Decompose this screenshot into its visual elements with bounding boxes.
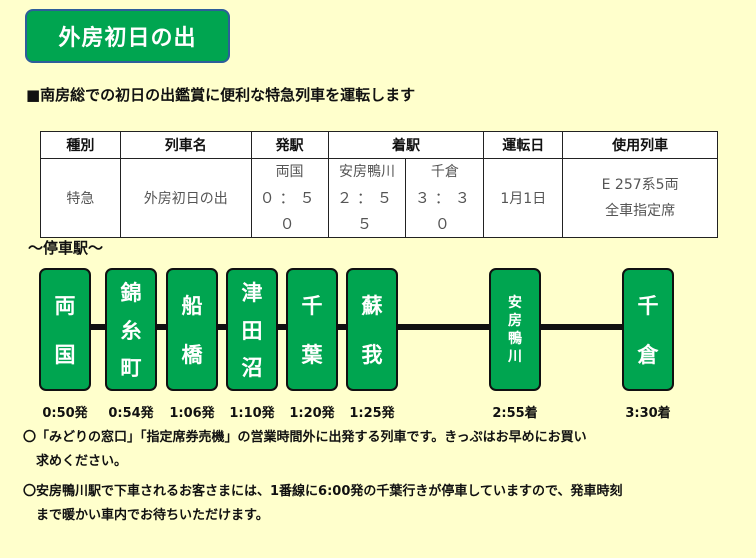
header-departure: 発駅 (250, 131, 329, 159)
station-time: 0:50発 (42, 406, 88, 421)
note-kamogawa: 〇安房鴨川駅で下車されるお客さまには、1番線に6:00発の千葉行きが停車していま… (23, 480, 738, 528)
station-time: 1:20発 (289, 406, 335, 421)
note-line: 〇安房鴨川駅で下車されるお客さまには、1番線に6:00発の千葉行きが停車していま… (23, 484, 623, 499)
cell-arrival-1: 安房鴨川 ２：５５ (327, 158, 407, 238)
station-char: 安 (508, 294, 522, 311)
cell-date: 1月1日 (483, 158, 564, 238)
station-time: 2:55着 (492, 406, 538, 421)
cell-train-name: 外房初日の出 (119, 158, 252, 238)
headline: ■南房総での初日の出鑑賞に便利な特急列車を運転します (26, 86, 416, 104)
train-info-table: 種別 列車名 発駅 着駅 運転日 使用列車 特急 外房初日の出 両国 ０：５０ … (40, 131, 718, 238)
cell-type: 特急 (40, 158, 121, 238)
rolling-stock-line1: E 257系5両 (601, 177, 679, 193)
station-kinshicho: 錦 糸 町 (105, 268, 157, 391)
note-ticket: 〇「みどりの窓口」「指定席券売機」の営業時間外に出発する列車です。きっぷはお早め… (23, 426, 738, 474)
station-time: 1:10発 (229, 406, 275, 421)
station-char: 田 (241, 318, 263, 343)
note-line: まで暖かい車内でお待ちいただけます。 (23, 508, 269, 523)
arrival2-time: ３：３０ (414, 189, 475, 233)
station-char: 倉 (637, 343, 659, 368)
header-arrival: 着駅 (327, 131, 485, 159)
header-rolling-stock: 使用列車 (562, 131, 718, 159)
station-soga: 蘇 我 (346, 268, 398, 391)
station-char: 千 (301, 293, 323, 318)
header-train-name: 列車名 (119, 131, 252, 159)
station-char: 房 (508, 312, 522, 329)
departure-time: ０：５０ (259, 189, 320, 233)
station-char: 鴨 (508, 330, 522, 347)
station-time: 1:25発 (349, 406, 395, 421)
table-header-row: 種別 列車名 発駅 着駅 運転日 使用列車 (40, 131, 718, 159)
arrival2-station: 千倉 (430, 164, 459, 180)
station-char: 町 (120, 355, 142, 380)
note-line: 〇「みどりの窓口」「指定席券売機」の営業時間外に出発する列車です。きっぷはお早め… (23, 430, 587, 445)
table-row: 特急 外房初日の出 両国 ０：５０ 安房鴨川 ２：５５ 千倉 ３：３０ 1月1日… (40, 158, 718, 238)
departure-station: 両国 (275, 164, 304, 180)
station-char: 橋 (181, 343, 203, 368)
station-funabashi: 船 橋 (166, 268, 218, 391)
station-time: 0:54発 (108, 406, 154, 421)
page-title: 外房初日の出 (25, 9, 230, 63)
station-char: 船 (181, 293, 203, 318)
cell-rolling-stock: E 257系5両 全車指定席 (562, 158, 718, 238)
header-date: 運転日 (483, 131, 564, 159)
station-chiba: 千 葉 (286, 268, 338, 391)
station-tsudanuma: 津 田 沼 (226, 268, 278, 391)
cell-departure: 両国 ０：５０ (250, 158, 329, 238)
station-ryogoku: 両 国 (39, 268, 91, 391)
station-char: 国 (54, 343, 76, 368)
station-awa-kamogawa: 安 房 鴨 川 (489, 268, 541, 391)
station-chikura: 千 倉 (622, 268, 674, 391)
arrival1-time: ２：５５ (336, 189, 397, 233)
station-char: 両 (54, 293, 76, 318)
stops-label: ～停車駅～ (28, 239, 104, 257)
station-char: 蘇 (361, 293, 383, 318)
station-char: 葉 (301, 343, 323, 368)
station-char: 糸 (120, 318, 142, 343)
station-char: 錦 (120, 281, 142, 306)
station-time: 3:30着 (625, 406, 671, 421)
station-char: 我 (361, 343, 383, 368)
cell-arrival-2: 千倉 ３：３０ (405, 158, 485, 238)
rolling-stock-line2: 全車指定席 (605, 203, 676, 219)
station-time: 1:06発 (169, 406, 215, 421)
station-char: 津 (241, 281, 263, 306)
station-char: 川 (508, 348, 522, 365)
header-type: 種別 (40, 131, 121, 159)
station-char: 千 (637, 293, 659, 318)
station-char: 沼 (241, 355, 263, 380)
arrival1-station: 安房鴨川 (338, 164, 395, 180)
note-line: 求めください。 (23, 454, 128, 469)
